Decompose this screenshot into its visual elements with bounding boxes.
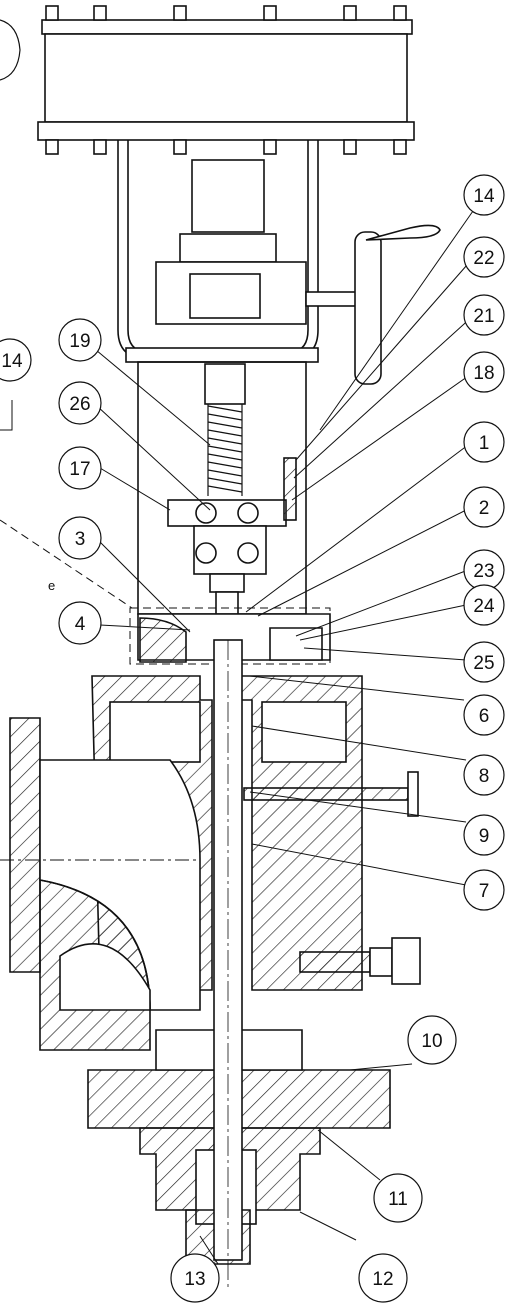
actuator-bottom-flange — [37, 121, 415, 141]
svg-text:2: 2 — [479, 498, 490, 519]
svg-text:14: 14 — [473, 186, 495, 207]
stem-clamp — [167, 499, 287, 527]
callout-17: 17 — [58, 446, 102, 490]
svg-text:7: 7 — [479, 881, 490, 902]
actuator-top-flange — [41, 19, 413, 35]
callout-8: 8 — [463, 754, 505, 796]
callout-21: 21 — [463, 294, 505, 336]
callout-9: 9 — [463, 814, 505, 856]
callout-14-right: 14 — [463, 174, 505, 216]
svg-text:23: 23 — [473, 561, 494, 582]
callout-25: 25 — [463, 641, 505, 683]
svg-text:21: 21 — [473, 306, 494, 327]
svg-text:6: 6 — [479, 706, 490, 727]
svg-text:11: 11 — [388, 1189, 408, 1210]
callout-2: 2 — [463, 486, 505, 528]
stem-housing — [191, 159, 265, 233]
callout-1: 1 — [463, 421, 505, 463]
svg-text:1: 1 — [479, 433, 490, 454]
gear-housing — [179, 233, 277, 263]
actuator — [37, 5, 441, 615]
callout-11: 11 — [373, 1173, 423, 1223]
callout-10: 10 — [407, 1015, 457, 1065]
leader-lines — [0, 210, 475, 1265]
svg-text:25: 25 — [473, 653, 494, 674]
svg-text:12: 12 — [372, 1269, 393, 1290]
svg-text:10: 10 — [421, 1031, 442, 1052]
svg-text:13: 13 — [184, 1269, 205, 1290]
actuator-casing — [44, 33, 408, 123]
detail-leader-dashed — [0, 519, 133, 609]
callout-26: 26 — [58, 381, 102, 425]
callout-4: 4 — [58, 601, 102, 645]
callout-6: 6 — [463, 694, 505, 736]
svg-text:9: 9 — [479, 826, 490, 847]
callout-3: 3 — [58, 516, 102, 560]
svg-text:17: 17 — [69, 459, 90, 480]
callout-24: 24 — [463, 584, 505, 626]
svg-text:4: 4 — [75, 614, 86, 635]
svg-text:3: 3 — [75, 529, 86, 550]
partial-callout-top-left — [0, 19, 21, 81]
callout-22: 22 — [463, 236, 505, 278]
callout-19: 19 — [58, 318, 102, 362]
svg-text:18: 18 — [473, 363, 494, 384]
flange-bolts — [45, 5, 407, 155]
handwheel-handle — [365, 224, 441, 241]
spring — [207, 404, 243, 496]
callout-23: 23 — [463, 549, 505, 591]
callout-18: 18 — [463, 351, 505, 393]
callout-12: 12 — [358, 1253, 408, 1303]
svg-text:8: 8 — [479, 766, 490, 787]
handwheel — [354, 231, 382, 385]
partial-note-text: e — [48, 578, 55, 593]
svg-text:24: 24 — [473, 596, 495, 617]
callout-7: 7 — [463, 869, 505, 911]
callouts: 14 22 21 18 1 2 23 24 25 6 8 9 7 10 11 1… — [0, 19, 505, 1303]
svg-text:26: 26 — [69, 394, 90, 415]
svg-text:22: 22 — [473, 248, 494, 269]
callout-13: 13 — [170, 1253, 220, 1303]
callout-14-left: 14 — [0, 338, 32, 382]
svg-text:19: 19 — [69, 331, 90, 352]
valve-body — [0, 613, 421, 1290]
svg-text:14: 14 — [1, 351, 23, 372]
